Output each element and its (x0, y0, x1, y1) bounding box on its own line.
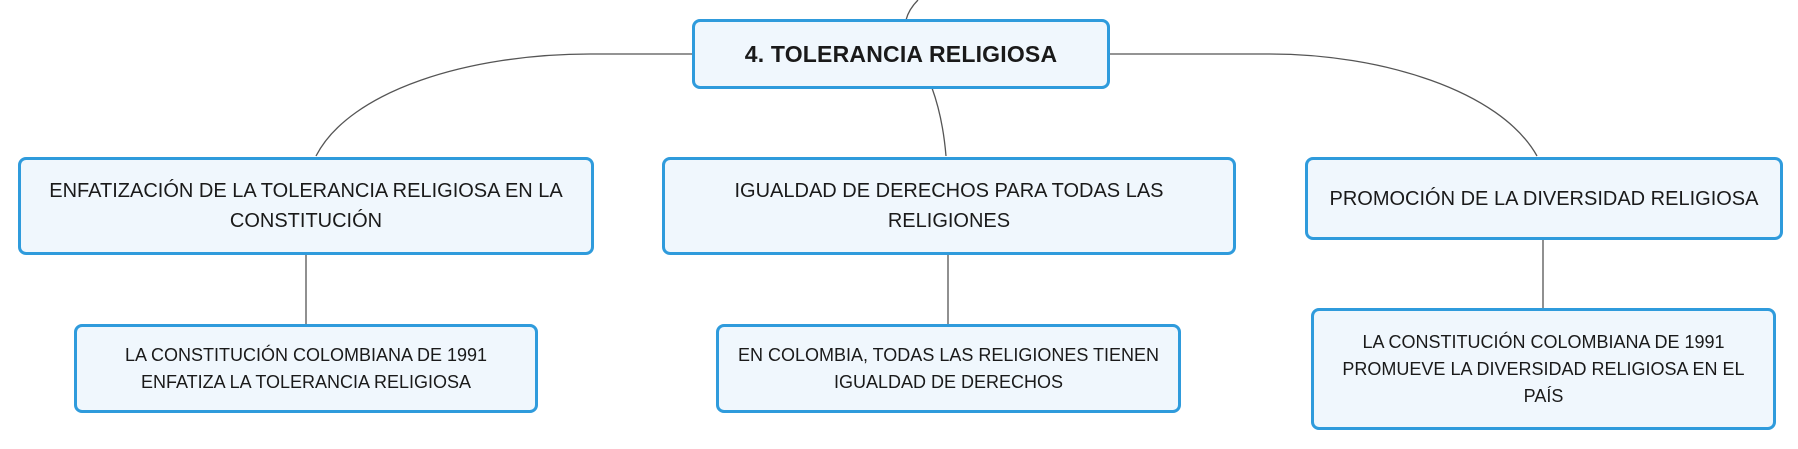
connector-parent-to-root (905, 0, 919, 21)
connector-root-to-branch-2 (931, 87, 947, 157)
child-node-2[interactable]: EN COLOMBIA, TODAS LAS RELIGIONES TIENEN… (716, 324, 1181, 413)
branch-2-label: IGUALDAD DE DERECHOS PARA TODAS LAS RELI… (734, 180, 1164, 232)
child-2-label: EN COLOMBIA, TODAS LAS RELIGIONES TIENEN… (737, 344, 1160, 392)
branch-3-label: PROMOCIÓN DE LA DIVERSIDAD RELIGIOSA (1329, 187, 1759, 210)
connector-root-to-branch-3 (1108, 53, 1538, 157)
branch-node-3[interactable]: PROMOCIÓN DE LA DIVERSIDAD RELIGIOSA (1305, 157, 1783, 240)
branch-1-label: ENFATIZACIÓN DE LA TOLERANCIA RELIGIOSA … (49, 180, 563, 232)
root-topic-node[interactable]: 4. TOLERANCIA RELIGIOSA (692, 19, 1110, 89)
child-node-1[interactable]: LA CONSTITUCIÓN COLOMBIANA DE 1991 ENFAT… (74, 324, 538, 413)
connector-root-to-branch-1 (315, 53, 692, 157)
root-topic-label: 4. TOLERANCIA RELIGIOSA (744, 40, 1058, 67)
child-node-3[interactable]: LA CONSTITUCIÓN COLOMBIANA DE 1991 PROMU… (1311, 308, 1776, 430)
child-1-label: LA CONSTITUCIÓN COLOMBIANA DE 1991 ENFAT… (124, 344, 488, 392)
branch-node-1[interactable]: ENFATIZACIÓN DE LA TOLERANCIA RELIGIOSA … (18, 157, 594, 255)
branch-node-2[interactable]: IGUALDAD DE DERECHOS PARA TODAS LAS RELI… (662, 157, 1236, 255)
child-3-label: LA CONSTITUCIÓN COLOMBIANA DE 1991 PROMU… (1342, 331, 1745, 406)
